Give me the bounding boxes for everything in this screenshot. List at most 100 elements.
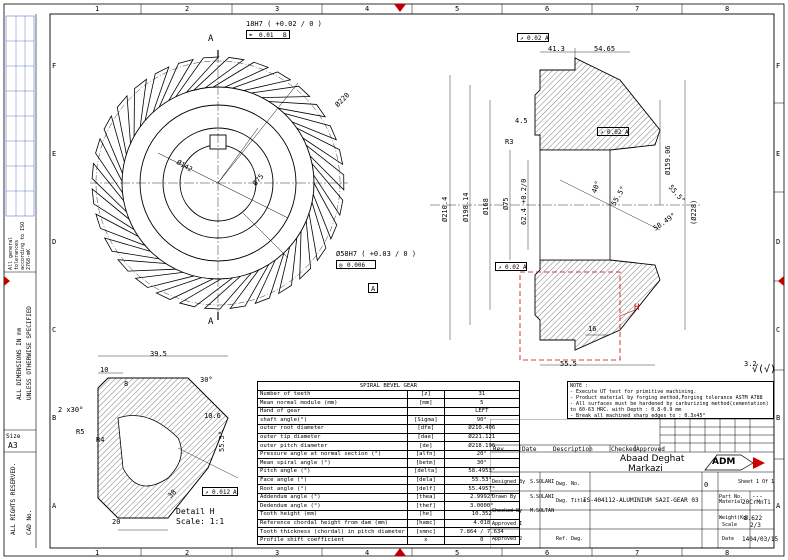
gear-tooth — [155, 277, 214, 300]
dim-4-5: 4.5 — [515, 117, 528, 125]
col-4: 4 — [365, 5, 370, 13]
spec-cell-sym: [z] — [406, 389, 445, 400]
section-label-bottom: A — [208, 317, 214, 327]
spec-cell-label: Hand of gear — [257, 406, 408, 417]
detail-dim-8: 8 — [124, 380, 129, 388]
spec-row: Tooth thickness (chordal) in pitch diame… — [257, 527, 520, 537]
part-no: --- — [752, 493, 763, 500]
keyway-tolerance-frame: ⌖ 0.01 B — [246, 30, 290, 39]
spec-cell-sym: [dfe] — [406, 423, 445, 434]
runout-top-datum: A — [545, 35, 549, 42]
rights-note: ALL RIGHTS RESERVED. — [10, 462, 17, 535]
dim-75: Ø75 — [502, 197, 510, 210]
gear-tooth — [296, 127, 344, 166]
note-line: - Execute UT test for primitive machinin… — [570, 389, 697, 395]
detail-dim-20: 20 — [112, 518, 121, 526]
gear-tooth — [103, 237, 160, 260]
checked-header: Checked — [611, 446, 637, 453]
spec-row: Number of teeth[z]31 — [257, 389, 520, 400]
row-d-left: D — [52, 238, 57, 246]
dwg-title-label: Dwg. Title — [556, 498, 587, 504]
surface-finish-mark: 3.2 — [744, 360, 757, 368]
spec-cell-sym: [dae] — [406, 432, 445, 443]
material-label: Material — [719, 499, 744, 505]
runout-top-value: 0.02 — [527, 35, 542, 42]
spec-cell-sym: [thea] — [406, 492, 445, 503]
company-line-2: Markazi — [628, 464, 663, 474]
row-c-left: C — [52, 326, 57, 334]
col-6: 6 — [545, 5, 550, 13]
profile-tolerance: 0.012 — [212, 489, 231, 496]
runout-icon: ↗ — [520, 35, 524, 42]
gear-tooth — [251, 85, 311, 99]
dim-210: Ø210.4 — [441, 196, 449, 222]
datum-a-box: A — [368, 283, 378, 293]
runout-icon: ↗ — [600, 129, 604, 136]
size-value: A3 — [8, 441, 18, 450]
weight-value: 8.622 — [744, 515, 763, 522]
spec-cell-label: Mean spiral angle (°) — [257, 458, 408, 468]
spec-cell-label: outer pitch diameter — [257, 441, 408, 451]
detail-dim-39-5: 39.5 — [150, 350, 167, 358]
col-3-bottom: 3 — [275, 549, 280, 557]
section-label-top: A — [208, 34, 214, 44]
drawn-by-label: Drawn By — [492, 494, 517, 500]
spec-cell-sym: [dela] — [406, 475, 445, 486]
keyway-tolerance: 0.01 — [259, 32, 274, 39]
spec-row: outer pitch diameter[de]Ø218.196 — [257, 441, 520, 451]
spec-cell-label: outer root diameter — [257, 423, 408, 434]
ref-dwg-label: Ref. Dwg. — [556, 536, 584, 542]
gear-tooth — [312, 182, 338, 240]
cad-label: CAD No. — [26, 509, 33, 535]
designed-by: S.SOLANI — [530, 479, 555, 485]
gear-tooth — [212, 61, 270, 88]
gear-tooth — [134, 271, 195, 288]
spec-cell-sym: [Sigma] — [406, 415, 445, 425]
spec-cell-sym: [delf] — [406, 484, 445, 494]
runout-mid-value: 0.02 — [607, 129, 622, 136]
gear-tooth — [254, 252, 285, 305]
dim-228: (Ø228) — [690, 199, 698, 225]
approved-header: Approved — [636, 446, 665, 453]
gear-tooth — [229, 264, 270, 309]
spec-row: Face angle (°)[dela]55.53° — [257, 475, 520, 486]
runout-bottom-frame: ↗ 0.02 A — [495, 262, 527, 271]
spec-cell-sym: [smnc] — [406, 527, 445, 537]
spec-row: shaft angle(°)[Sigma]90° — [257, 415, 520, 425]
gear-tooth — [144, 66, 170, 121]
profile-datum: A — [233, 489, 237, 496]
spec-row: Mean normal module (mm)[mm]5 — [257, 398, 520, 408]
dim-198: Ø198.14 — [462, 192, 470, 222]
dwg-title: IS-404112-ALUMINIUM SA2I-GEAR 03 — [583, 497, 699, 504]
keyway-datum: B — [283, 32, 287, 39]
runout-icon: ↗ — [498, 264, 502, 271]
row-f: F — [776, 62, 781, 70]
title-block-grid — [490, 419, 774, 548]
detail-dim-r5: R5 — [76, 428, 85, 436]
dim-168: Ø168 — [482, 198, 490, 215]
detail-marker: H — [634, 303, 640, 313]
spec-row: Root angle (°)[delf]55.4957° — [257, 484, 520, 494]
profile-tolerance-frame: ↗ 0.012 A — [202, 487, 238, 496]
gear-tooth — [232, 71, 292, 91]
general-tolerance-note: All general tolerances according to ISO … — [8, 221, 32, 270]
sheet-label: Sheet 1 Of 1 — [738, 479, 775, 485]
gear-tooth — [175, 56, 220, 98]
gear-tooth — [103, 114, 125, 174]
gear-tooth — [305, 144, 345, 191]
spec-cell-val: 31 — [443, 389, 520, 400]
spec-cell-label: Pitch angle (°) — [257, 466, 408, 477]
gear-tooth — [95, 213, 146, 246]
spec-row: outer root diameter[dfe]Ø210.406 — [257, 423, 520, 434]
weight-label: Weight(Kg) — [719, 515, 750, 521]
approved-1-label: Approved I — [492, 521, 523, 527]
gear-tooth — [91, 162, 127, 213]
spec-cell-val: 0 — [443, 535, 520, 546]
spec-cell-label: outer tip diameter — [257, 432, 408, 443]
detail-dim-30deg: 30° — [200, 376, 213, 384]
material-value: 20CrMnTi — [742, 499, 771, 506]
